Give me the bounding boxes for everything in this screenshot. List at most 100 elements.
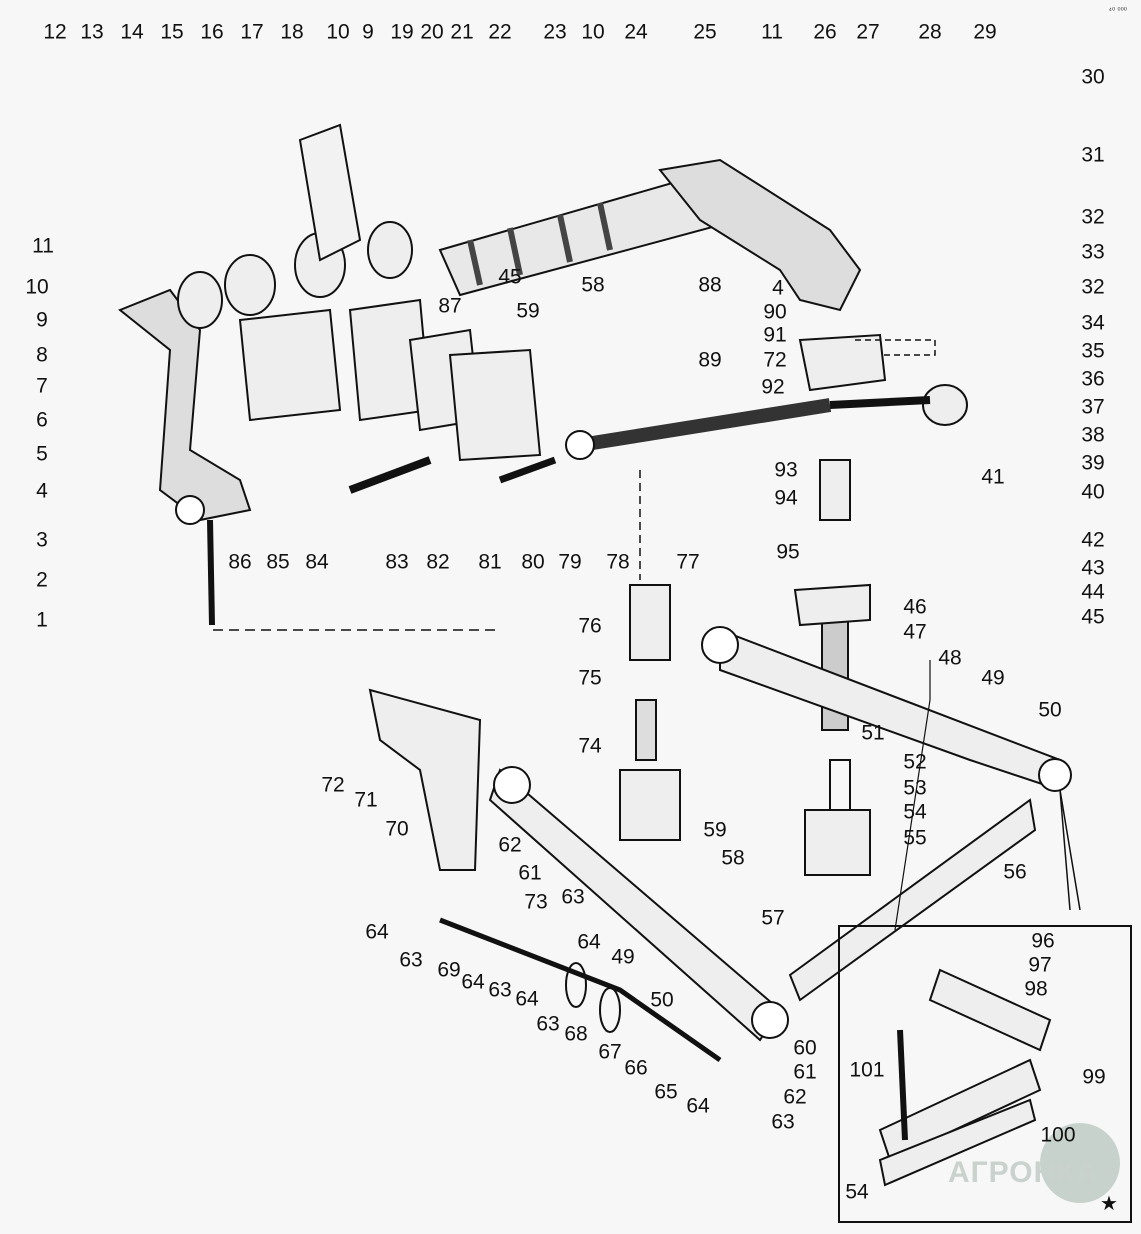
callout-label: 32 xyxy=(1081,205,1105,229)
callout-label: 27 xyxy=(856,20,880,44)
callout-label: 10 xyxy=(581,20,605,44)
callout-label: 20 xyxy=(420,20,444,44)
callout-label: 59 xyxy=(516,299,540,323)
logo-text: АГРОНКА xyxy=(948,1156,1099,1189)
callout-label: 74 xyxy=(578,734,602,758)
callout-label: 16 xyxy=(200,20,224,44)
callout-label: 77 xyxy=(676,550,700,574)
callout-label: 59 xyxy=(703,818,727,842)
callout-label: 64 xyxy=(461,970,485,994)
callout-label: 72 xyxy=(763,348,787,372)
callout-label: 12 xyxy=(43,20,67,44)
callout-label: 17 xyxy=(240,20,264,44)
callout-label: 28 xyxy=(918,20,942,44)
callout-label: 92 xyxy=(761,375,785,399)
callout-label: 61 xyxy=(518,861,542,885)
callout-label: 4 xyxy=(36,479,48,503)
callout-label: 10 xyxy=(326,20,350,44)
callout-label: 5 xyxy=(36,442,48,466)
callout-label: 78 xyxy=(606,550,630,574)
right-lift-arm xyxy=(658,158,862,312)
callout-label: 46 xyxy=(903,595,927,619)
callout-label: 58 xyxy=(581,273,605,297)
callout-label: 67 xyxy=(598,1040,622,1064)
callout-label: 54 xyxy=(845,1180,869,1204)
callout-label: 90 xyxy=(763,300,787,324)
star-icon: ★ xyxy=(1100,1193,1118,1215)
callout-label: 36 xyxy=(1081,367,1105,391)
callout-label: 98 xyxy=(1024,977,1048,1001)
callout-label: 45 xyxy=(498,265,522,289)
callout-label: 3 xyxy=(36,528,48,552)
callout-label: 31 xyxy=(1081,143,1105,167)
callout-label: 54 xyxy=(903,800,927,824)
callout-label: 76 xyxy=(578,614,602,638)
callout-label: 96 xyxy=(1031,929,1055,953)
callout-label: 53 xyxy=(903,776,927,800)
callout-label: 37 xyxy=(1081,395,1105,419)
callout-label: 14 xyxy=(120,20,144,44)
callout-label: 56 xyxy=(1003,860,1027,884)
callout-label: 70 xyxy=(385,817,409,841)
callout-label: 9 xyxy=(36,308,48,332)
callout-label: 63 xyxy=(771,1110,795,1134)
callout-label: 60 xyxy=(793,1036,817,1060)
callout-label: 45 xyxy=(1081,605,1105,629)
callout-label: 49 xyxy=(611,945,635,969)
callout-label: 62 xyxy=(498,833,522,857)
callout-label: 93 xyxy=(774,458,798,482)
callout-label: 10 xyxy=(25,275,49,299)
callout-label: 95 xyxy=(776,540,800,564)
callout-label: 81 xyxy=(478,550,502,574)
callout-label: 84 xyxy=(305,550,329,574)
callout-label: 57 xyxy=(761,906,785,930)
callout-label: 43 xyxy=(1081,556,1105,580)
callout-label: 64 xyxy=(686,1094,710,1118)
callout-label: 39 xyxy=(1081,451,1105,475)
callout-label: 68 xyxy=(564,1022,588,1046)
callout-label: 23 xyxy=(543,20,567,44)
callout-label: 41 xyxy=(981,465,1005,489)
callout-label: 62 xyxy=(783,1085,807,1109)
callout-label: 49 xyxy=(981,666,1005,690)
callout-label: 11 xyxy=(761,20,783,44)
callout-label: 30 xyxy=(1081,65,1105,89)
callout-label: 50 xyxy=(650,988,674,1012)
callout-label: 86 xyxy=(228,550,252,574)
callout-label: 44 xyxy=(1081,580,1105,604)
callout-label: 80 xyxy=(521,550,545,574)
callout-label: 63 xyxy=(536,1012,560,1036)
callout-label: 11 xyxy=(32,234,54,258)
callout-label: 7 xyxy=(36,374,48,398)
callout-label: 83 xyxy=(385,550,409,574)
left-lift-arm xyxy=(118,288,252,522)
callout-label: 88 xyxy=(698,273,722,297)
callout-label: 40 xyxy=(1081,480,1105,504)
callout-label: 25 xyxy=(693,20,717,44)
callout-label: 51 xyxy=(861,721,885,745)
callout-label: 101 xyxy=(849,1058,885,1082)
callout-label: 55 xyxy=(903,826,927,850)
callout-label: 100 xyxy=(1040,1123,1076,1147)
callout-label: 29 xyxy=(973,20,997,44)
callout-label: 75 xyxy=(578,666,602,690)
callout-label: 63 xyxy=(561,885,585,909)
callout-label: 64 xyxy=(577,930,601,954)
callout-label: 33 xyxy=(1081,240,1105,264)
callout-label: 42 xyxy=(1081,528,1105,552)
callout-label: 48 xyxy=(938,646,962,670)
callout-label: 66 xyxy=(624,1056,648,1080)
callout-label: 91 xyxy=(763,323,787,347)
callout-label: 87 xyxy=(438,294,462,318)
callout-label: 97 xyxy=(1028,953,1052,977)
callout-label: 18 xyxy=(280,20,304,44)
callout-label: 2 xyxy=(36,568,48,592)
callout-label: 24 xyxy=(624,20,648,44)
callout-label: 8 xyxy=(36,343,48,367)
callout-label: 73 xyxy=(524,890,548,914)
callout-label: 9 xyxy=(362,20,374,44)
callout-label: 99 xyxy=(1082,1065,1106,1089)
inset-detail-frame xyxy=(838,925,1132,1223)
callout-label: 34 xyxy=(1081,311,1105,335)
callout-label: 1 xyxy=(36,608,48,632)
